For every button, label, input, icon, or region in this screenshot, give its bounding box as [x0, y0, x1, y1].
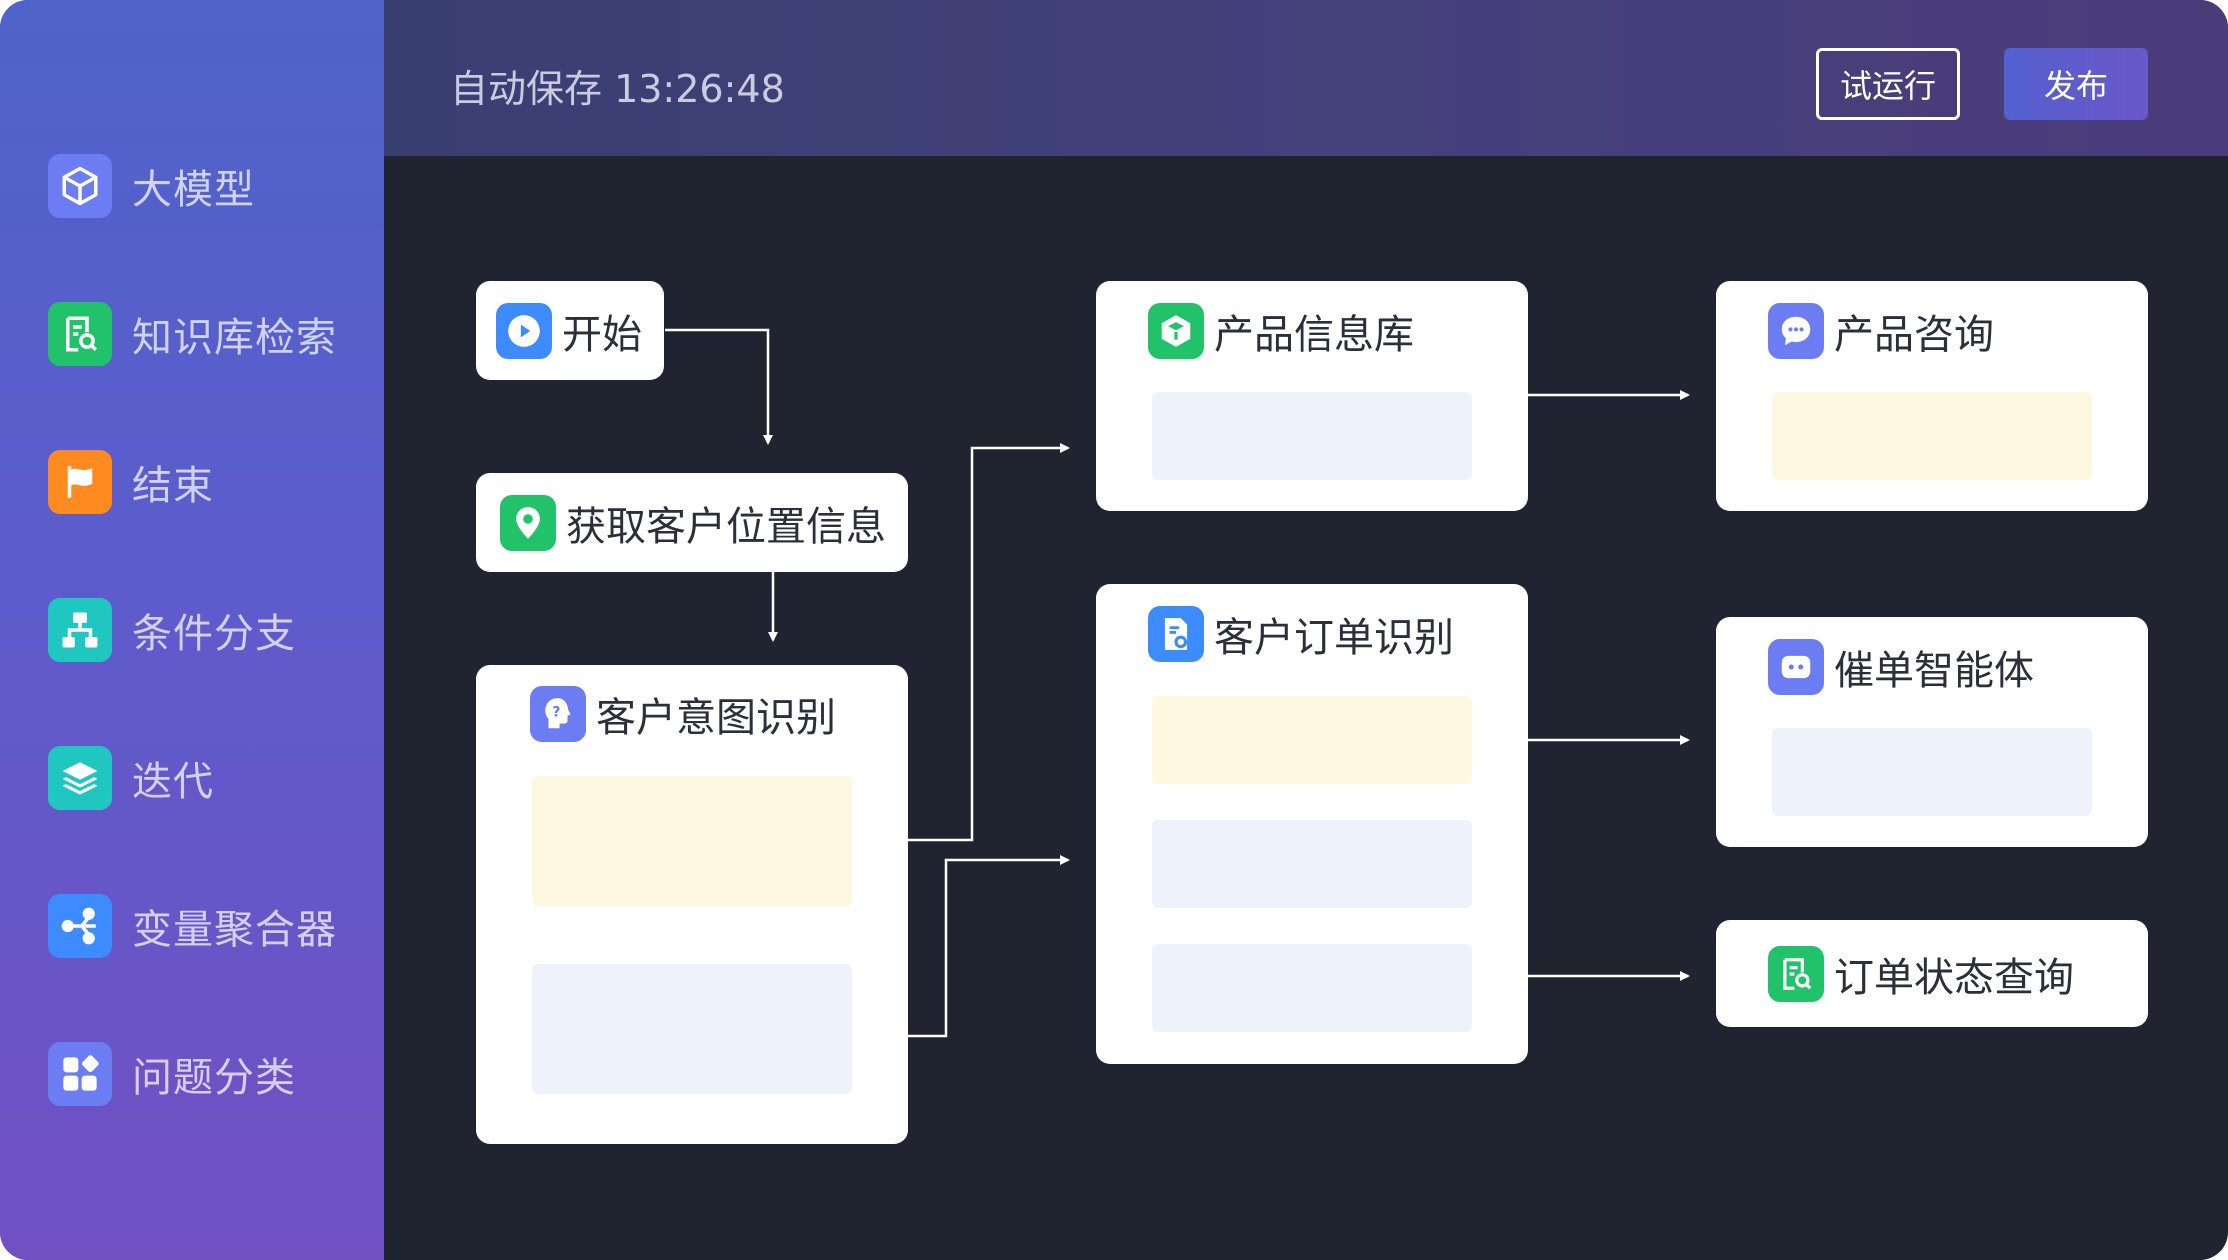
- sidebar-item-label: 迭代: [132, 759, 214, 805]
- trial-run-button[interactable]: 试运行: [1816, 48, 1960, 120]
- publish-button[interactable]: 发布: [2004, 48, 2148, 120]
- sidebar-item-label: 变量聚合器: [132, 907, 337, 953]
- sidebar-item-end[interactable]: 结束: [48, 450, 214, 514]
- node-title: 催单智能体: [1834, 648, 2034, 694]
- config-slot[interactable]: [1772, 728, 2092, 816]
- config-slot[interactable]: [532, 964, 852, 1094]
- node-product-database[interactable]: 产品信息库: [1096, 281, 1528, 511]
- node-title: 客户意图识别: [596, 695, 836, 741]
- node-title: 客户订单识别: [1214, 615, 1454, 661]
- cube-icon: [1148, 303, 1204, 359]
- flag-icon: [48, 450, 112, 514]
- node-title: 产品咨询: [1834, 312, 1994, 358]
- node-urge-agent[interactable]: 催单智能体: [1716, 617, 2148, 847]
- config-slot[interactable]: [1152, 392, 1472, 480]
- node-title: 获取客户位置信息: [566, 504, 886, 550]
- sidebar-item-iteration[interactable]: 迭代: [48, 746, 214, 810]
- autosave-status: 自动保存 13:26:48: [450, 67, 785, 111]
- question-head-icon: ?: [530, 686, 586, 742]
- cube-icon: [48, 154, 112, 218]
- config-slot[interactable]: [1152, 944, 1472, 1032]
- node-get-location[interactable]: 获取客户位置信息: [476, 473, 908, 572]
- node-order-status-query[interactable]: 订单状态查询: [1716, 920, 2148, 1027]
- sidebar-item-label: 结束: [132, 463, 214, 509]
- sidebar: 大模型 知识库检索 结束: [0, 0, 384, 1260]
- config-slot[interactable]: [1152, 696, 1472, 784]
- sidebar-item-question-classifier[interactable]: 问题分类: [48, 1042, 296, 1106]
- node-start[interactable]: 开始: [476, 281, 664, 380]
- top-bar: 自动保存 13:26:48 试运行 发布: [384, 0, 2228, 156]
- config-slot[interactable]: [532, 776, 852, 906]
- node-intent-recognition[interactable]: ? 客户意图识别: [476, 665, 908, 1144]
- robot-icon: [1768, 639, 1824, 695]
- branch-icon: [48, 598, 112, 662]
- sidebar-item-llm[interactable]: 大模型: [48, 154, 255, 218]
- grid-icon: [48, 1042, 112, 1106]
- svg-text:?: ?: [552, 704, 560, 720]
- config-slot[interactable]: [1152, 820, 1472, 908]
- sidebar-item-knowledge-search[interactable]: 知识库检索: [48, 302, 337, 366]
- chat-bubble-icon: [1768, 303, 1824, 359]
- document-search-icon: [48, 302, 112, 366]
- node-product-consult[interactable]: 产品咨询: [1716, 281, 2148, 511]
- node-title: 产品信息库: [1214, 312, 1414, 358]
- layers-icon: [48, 746, 112, 810]
- node-title: 开始: [562, 312, 642, 358]
- sidebar-item-label: 大模型: [132, 167, 255, 213]
- document-search-icon: [1768, 946, 1824, 1002]
- config-slot[interactable]: [1772, 392, 2092, 480]
- aggregate-icon: [48, 894, 112, 958]
- location-pin-icon: [500, 495, 556, 551]
- sidebar-item-variable-aggregator[interactable]: 变量聚合器: [48, 894, 337, 958]
- sidebar-item-label: 知识库检索: [132, 315, 337, 361]
- sidebar-item-label: 条件分支: [132, 611, 296, 657]
- document-gear-icon: [1148, 606, 1204, 662]
- sidebar-item-condition-branch[interactable]: 条件分支: [48, 598, 296, 662]
- node-order-recognition[interactable]: 客户订单识别: [1096, 584, 1528, 1064]
- sidebar-item-label: 问题分类: [132, 1055, 296, 1101]
- play-icon: [496, 303, 552, 359]
- node-title: 订单状态查询: [1834, 955, 2074, 1001]
